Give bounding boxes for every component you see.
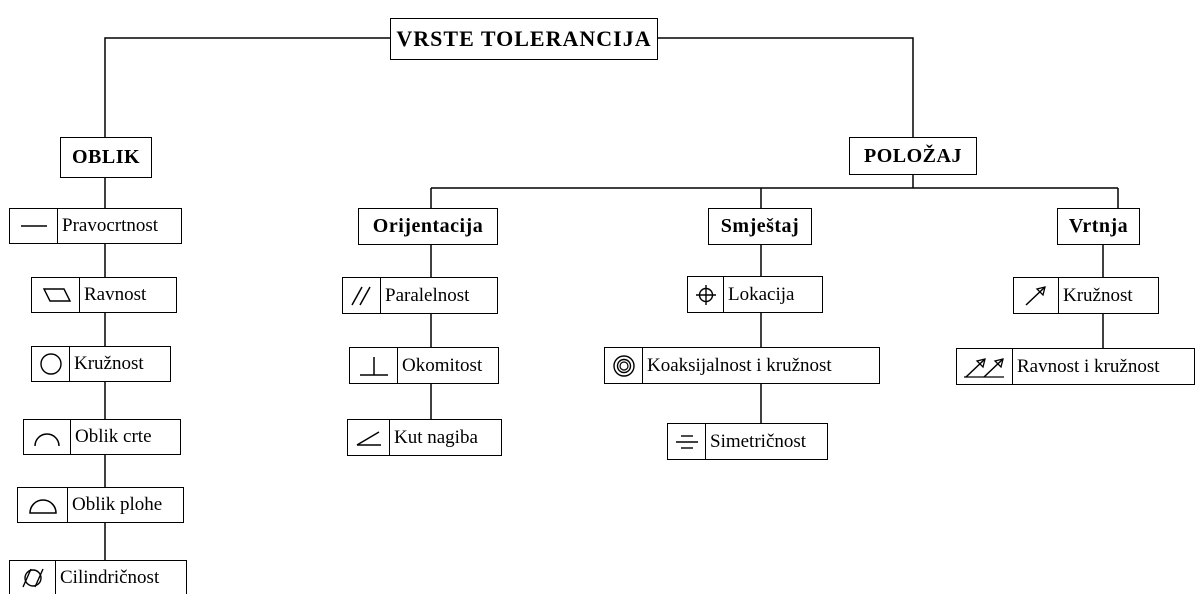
oblik-item-ravnost: Ravnost xyxy=(31,277,177,313)
smjestaj-item-koaksijalnost: Koaksijalnost i kružnost xyxy=(604,347,880,384)
angularity-icon xyxy=(348,420,390,455)
smjestaj-item-lokacija: Lokacija xyxy=(687,276,823,313)
subcategory-vrtnja: Vrtnja xyxy=(1057,208,1140,245)
symmetry-icon xyxy=(668,424,706,459)
item-label: Cilindričnost xyxy=(60,567,160,588)
oblik-item-cilindricnost: Cilindričnost xyxy=(9,560,187,594)
title-box: VRSTE TOLERANCIJA xyxy=(390,18,658,60)
oblik-item-pravocrtnost: Pravocrtnost xyxy=(9,208,182,244)
orijentacija-item-kut-nagiba: Kut nagiba xyxy=(347,419,502,456)
item-label: Okomitost xyxy=(402,354,483,376)
line-profile-icon xyxy=(24,420,71,454)
diagram-title: VRSTE TOLERANCIJA xyxy=(396,26,652,51)
perpendicularity-icon xyxy=(350,348,398,383)
item-label: Koaksijalnost i kružnost xyxy=(647,354,832,376)
circular-runout-icon xyxy=(1014,278,1059,313)
category-oblik-label: OBLIK xyxy=(71,146,141,168)
item-label: Kut nagiba xyxy=(394,426,478,448)
surface-profile-icon xyxy=(18,488,68,522)
subcategory-smjestaj: Smještaj xyxy=(708,208,812,245)
item-label: Oblik plohe xyxy=(72,494,163,515)
item-label: Kružnost xyxy=(1063,284,1133,306)
oblik-item-kruznost: Kružnost xyxy=(31,346,171,382)
orijentacija-item-paralelnost: Paralelnost xyxy=(342,277,498,314)
subcategory-orijentacija-label: Orijentacija xyxy=(372,215,484,237)
item-label: Paralelnost xyxy=(385,284,470,306)
total-runout-icon xyxy=(957,349,1013,384)
item-label: Lokacija xyxy=(728,283,795,305)
position-icon xyxy=(688,277,724,312)
item-label: Simetričnost xyxy=(710,430,807,452)
subcategory-vrtnja-label: Vrtnja xyxy=(1068,215,1129,237)
cylindricity-icon xyxy=(10,561,56,594)
concentricity-icon xyxy=(605,348,643,383)
item-label: Ravnost i kružnost xyxy=(1017,355,1160,377)
item-label: Ravnost xyxy=(84,284,147,305)
category-polozaj-label: POLOŽAJ xyxy=(864,144,962,167)
circularity-icon xyxy=(32,347,70,381)
orijentacija-item-okomitost: Okomitost xyxy=(349,347,499,384)
item-label: Kružnost xyxy=(74,353,144,374)
vrtnja-item-kruznost: Kružnost xyxy=(1013,277,1159,314)
straightness-icon xyxy=(10,209,58,243)
oblik-item-oblik-crte: Oblik crte xyxy=(23,419,181,455)
category-oblik: OBLIK xyxy=(60,137,152,178)
category-polozaj: POLOŽAJ xyxy=(849,137,977,175)
parallelism-icon xyxy=(343,278,381,313)
item-label: Pravocrtnost xyxy=(62,215,159,236)
subcategory-smjestaj-label: Smještaj xyxy=(720,215,800,237)
item-label: Oblik crte xyxy=(75,426,152,447)
smjestaj-item-simetricnost: Simetričnost xyxy=(667,423,828,460)
oblik-item-oblik-plohe: Oblik plohe xyxy=(17,487,184,523)
subcategory-orijentacija: Orijentacija xyxy=(358,208,498,245)
vrtnja-item-ravnost-i-kruznost: Ravnost i kružnost xyxy=(956,348,1195,385)
flatness-icon xyxy=(32,278,80,312)
